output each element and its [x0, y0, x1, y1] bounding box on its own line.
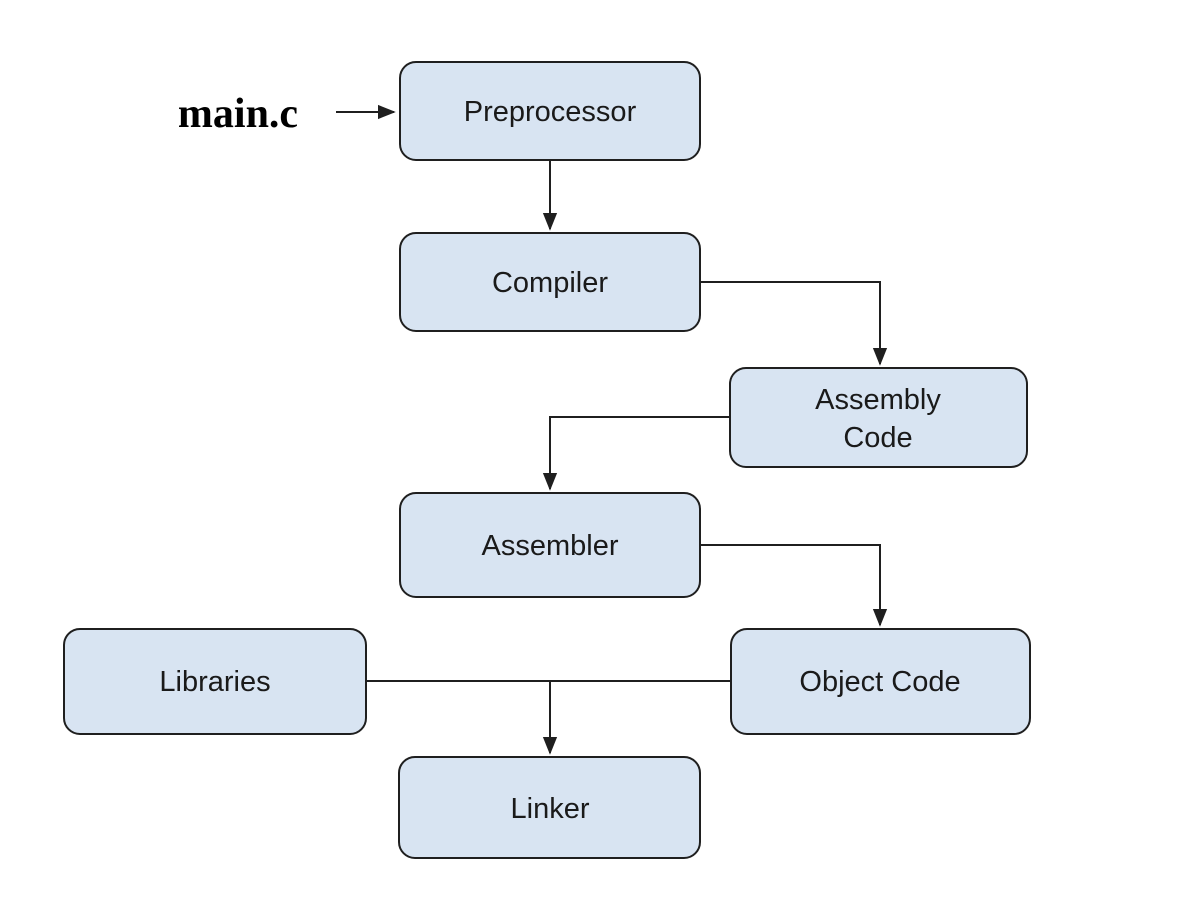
node-linker-label: Linker — [511, 793, 590, 825]
node-assembly-code: Assembly Code — [729, 367, 1028, 468]
node-object-code-label: Object Code — [799, 666, 960, 698]
node-linker: Linker — [398, 756, 701, 859]
node-libraries: Libraries — [63, 628, 367, 735]
node-assembler: Assembler — [399, 492, 701, 598]
node-preprocessor: Preprocessor — [399, 61, 701, 161]
node-compiler-label: Compiler — [492, 267, 608, 299]
node-compiler-box — [399, 232, 701, 332]
node-libraries-label: Libraries — [159, 666, 270, 698]
node-preprocessor-label: Preprocessor — [464, 96, 637, 128]
node-assembler-box — [399, 492, 701, 598]
node-assembly-code-box — [729, 367, 1028, 468]
node-preprocessor-box — [399, 61, 701, 161]
edge-assembly-code-to-assembler — [542, 416, 729, 491]
edge-assembler-to-object-code — [701, 544, 888, 627]
node-object-code-box — [730, 628, 1031, 735]
node-linker-box — [398, 756, 701, 859]
node-assembly-code-label-line2: Code — [843, 422, 912, 454]
node-object-code: Object Code — [730, 628, 1031, 735]
edge-compiler-to-assembly-code — [701, 281, 888, 366]
node-assembly-code-label-line1: Assembly — [815, 384, 941, 416]
node-assembler-label: Assembler — [482, 530, 619, 562]
node-compiler: Compiler — [399, 232, 701, 332]
source-file-label: main.c — [178, 91, 298, 137]
node-libraries-box — [63, 628, 367, 735]
